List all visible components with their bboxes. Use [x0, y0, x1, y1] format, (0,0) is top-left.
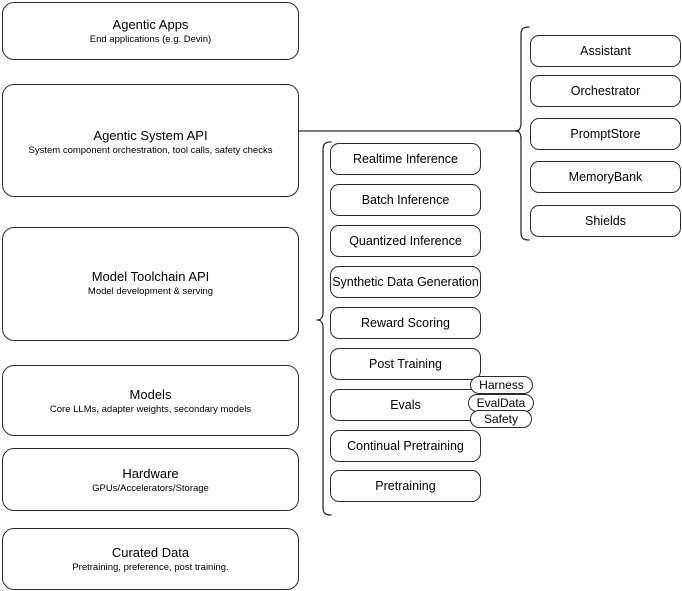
- system-item-label: Orchestrator: [570, 83, 641, 98]
- layer-title: Curated Data: [111, 545, 190, 560]
- layer-title: Model Toolchain API: [91, 269, 210, 284]
- system-item-label: PromptStore: [570, 126, 641, 141]
- eval-pill-label: EvalData: [476, 396, 526, 410]
- toolchain-item-reward-scoring[interactable]: Reward Scoring: [330, 307, 481, 339]
- toolchain-item-continual-pretraining[interactable]: Continual Pretraining: [330, 430, 481, 462]
- layer-box-agentic-system-api[interactable]: Agentic System API System component orch…: [2, 84, 299, 197]
- toolchain-item-label: Synthetic Data Generation: [332, 274, 479, 289]
- eval-pill-label: Safety: [483, 412, 519, 426]
- layer-title: Agentic System API: [93, 128, 208, 143]
- toolchain-item-label: Batch Inference: [361, 192, 450, 207]
- layer-subtitle: Pretraining, preference, post training.: [72, 562, 229, 573]
- layer-subtitle: Core LLMs, adapter weights, secondary mo…: [49, 403, 252, 415]
- toolchain-item-label: Evals: [390, 397, 421, 412]
- toolchain-item-label: Reward Scoring: [361, 315, 450, 330]
- system-item-shields[interactable]: Shields: [530, 205, 681, 237]
- system-item-assistant[interactable]: Assistant: [530, 35, 681, 67]
- eval-pill-label: Harness: [479, 378, 524, 392]
- bracket-system-components: [514, 26, 530, 241]
- toolchain-item-label: Quantized Inference: [349, 233, 462, 248]
- toolchain-item-evals[interactable]: Evals: [330, 389, 481, 421]
- toolchain-item-label: Continual Pretraining: [347, 438, 464, 453]
- bracket-toolchain-components: [316, 141, 332, 516]
- system-item-label: Shields: [585, 213, 626, 228]
- layer-box-hardware[interactable]: Hardware GPUs/Accelerators/Storage: [2, 448, 299, 511]
- system-item-promptstore[interactable]: PromptStore: [530, 118, 681, 150]
- layer-subtitle: Model development & serving: [87, 286, 214, 297]
- toolchain-item-pretraining[interactable]: Pretraining: [330, 470, 481, 502]
- toolchain-item-label: Post Training: [369, 356, 442, 371]
- layer-subtitle: GPUs/Accelerators/Storage: [92, 482, 209, 494]
- layer-subtitle: System component orchestration, tool cal…: [28, 145, 273, 156]
- layer-subtitle: End applications (e.g. Devin): [89, 34, 212, 45]
- layer-box-agentic-apps[interactable]: Agentic Apps End applications (e.g. Devi…: [2, 2, 299, 60]
- eval-pill-safety[interactable]: Safety: [470, 410, 532, 428]
- system-item-label: MemoryBank: [568, 169, 643, 184]
- layer-title: Hardware: [122, 465, 179, 481]
- toolchain-item-realtime-inference[interactable]: Realtime Inference: [330, 143, 481, 175]
- toolchain-item-post-training[interactable]: Post Training: [330, 348, 481, 380]
- layer-box-model-toolchain-api[interactable]: Model Toolchain API Model development & …: [2, 227, 299, 341]
- layer-box-models[interactable]: Models Core LLMs, adapter weights, secon…: [2, 365, 299, 436]
- system-item-label: Assistant: [580, 43, 631, 58]
- toolchain-item-synthetic-data-generation[interactable]: Synthetic Data Generation: [330, 266, 481, 298]
- toolchain-item-batch-inference[interactable]: Batch Inference: [330, 184, 481, 216]
- eval-pill-harness[interactable]: Harness: [470, 376, 533, 394]
- system-item-memorybank[interactable]: MemoryBank: [530, 161, 681, 193]
- toolchain-item-quantized-inference[interactable]: Quantized Inference: [330, 225, 481, 257]
- toolchain-item-label: Realtime Inference: [353, 151, 458, 166]
- layer-title: Models: [129, 386, 172, 402]
- layer-title: Agentic Apps: [112, 17, 189, 32]
- toolchain-item-label: Pretraining: [375, 478, 436, 493]
- system-item-orchestrator[interactable]: Orchestrator: [530, 75, 681, 107]
- layer-box-curated-data[interactable]: Curated Data Pretraining, preference, po…: [2, 528, 299, 590]
